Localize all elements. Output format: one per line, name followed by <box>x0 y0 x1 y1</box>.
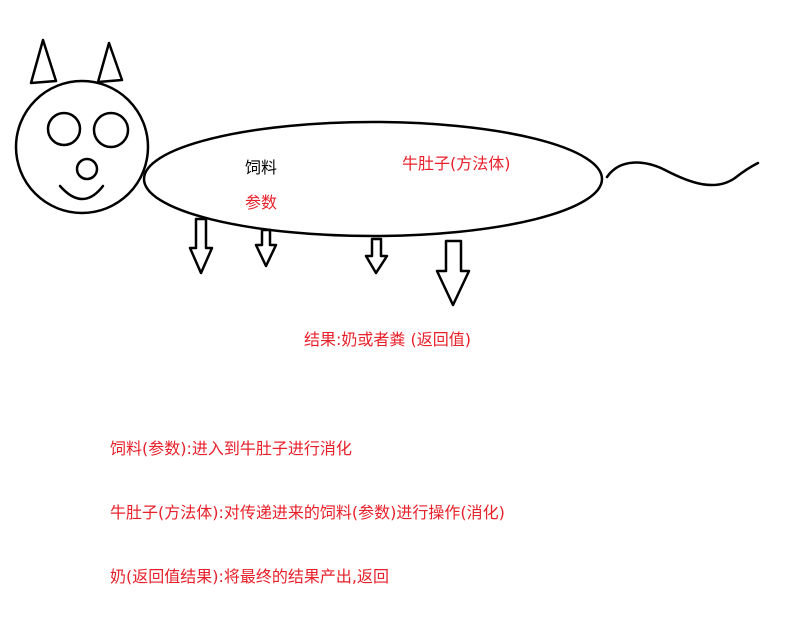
right-eye <box>92 111 130 149</box>
note-feed: 饲料(参数):进入到牛肚子进行消化 <box>110 439 352 458</box>
params-label: 参数 <box>245 193 278 212</box>
down-arrow-1 <box>188 217 214 275</box>
feed-label: 饲料 <box>245 158 278 177</box>
head <box>14 79 150 215</box>
down-arrow-4 <box>435 239 471 307</box>
stomach-label: 牛肚子(方法体) <box>402 154 511 173</box>
left-ear <box>29 38 58 85</box>
nose <box>75 157 99 181</box>
note-stomach: 牛肚子(方法体):对传递进来的饲料(参数)进行操作(消化) <box>110 503 505 522</box>
right-ear <box>96 41 124 84</box>
result-label: 结果:奶或者粪 (返回值) <box>304 330 471 349</box>
down-arrow-2 <box>254 228 278 268</box>
note-milk: 奶(返回值结果):将最终的结果产出,返回 <box>110 567 389 586</box>
mouth <box>58 184 105 201</box>
left-eye <box>46 111 82 147</box>
tail <box>605 161 760 187</box>
body <box>142 120 604 238</box>
down-arrow-3 <box>364 237 389 275</box>
